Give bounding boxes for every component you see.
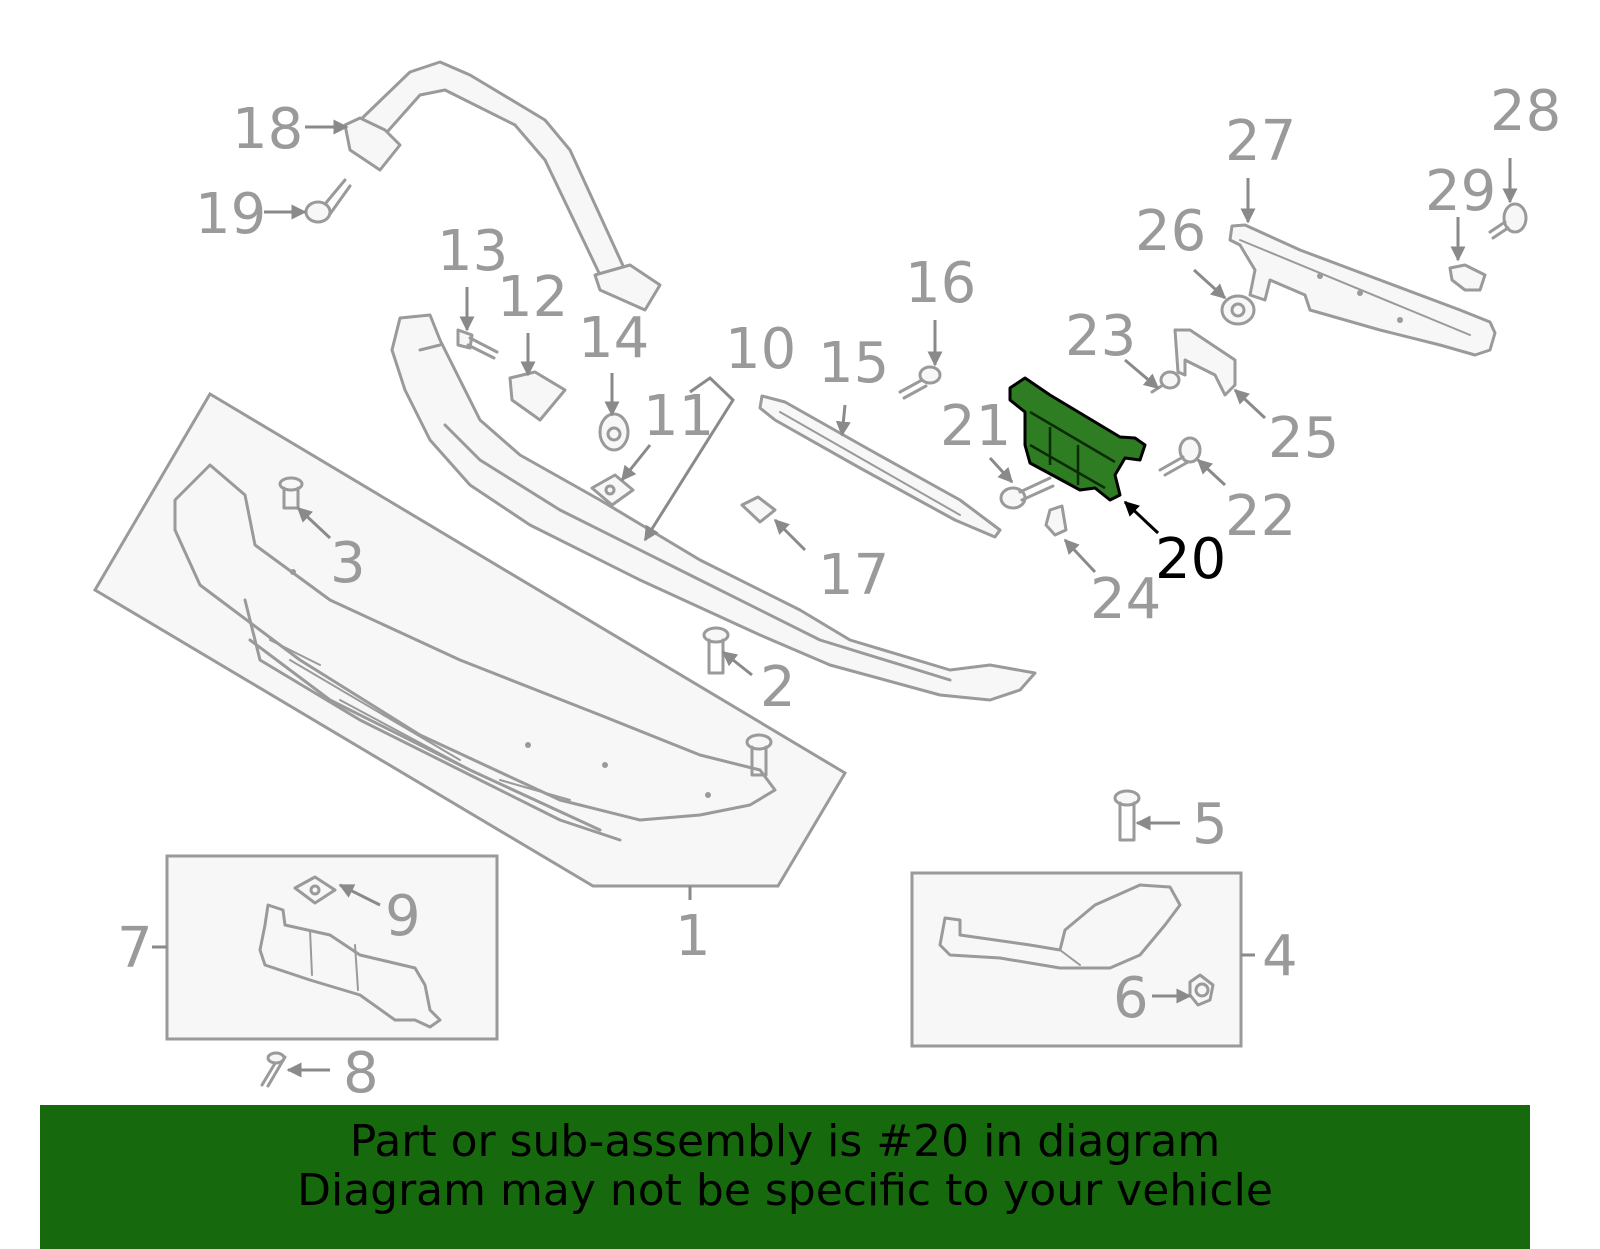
- callout-7: 7: [117, 916, 153, 981]
- part-18-tube-bracket[interactable]: [343, 60, 662, 312]
- part-25-bracket-icon[interactable]: [1173, 328, 1237, 397]
- part-7-group-box[interactable]: [165, 854, 499, 1041]
- part-20-bracket-highlighted[interactable]: [1008, 376, 1147, 502]
- part-1-reinforcement-assembly[interactable]: [92, 391, 848, 888]
- callout-12: 12: [497, 265, 568, 330]
- callout-24: 24: [1090, 567, 1161, 632]
- part-29-clip-icon[interactable]: [1448, 263, 1487, 292]
- callout-2: 2: [760, 655, 796, 720]
- part-8-pin-icon[interactable]: [260, 1051, 287, 1088]
- callout-29: 29: [1425, 159, 1496, 224]
- part-12-clip-icon[interactable]: [508, 370, 567, 422]
- callout-3: 3: [330, 531, 366, 596]
- part-21-bolt-icon[interactable]: [999, 476, 1055, 510]
- callout-11: 11: [643, 384, 714, 449]
- callout-18: 18: [232, 97, 303, 162]
- part-9-clip-nut-icon[interactable]: [293, 875, 337, 905]
- banner-line-1: Part or sub-assembly is #20 in diagram: [349, 1116, 1221, 1167]
- banner-line-2: Diagram may not be specific to your vehi…: [297, 1165, 1273, 1216]
- callout-16: 16: [905, 251, 976, 316]
- bolt-icon: [745, 733, 773, 777]
- part-27-retainer-strip[interactable]: [1228, 223, 1497, 357]
- callout-22: 22: [1225, 484, 1296, 549]
- part-10-bumper-strip[interactable]: [390, 313, 1037, 702]
- callout-27: 27: [1225, 109, 1296, 174]
- part-23-bolt-icon[interactable]: [1150, 370, 1181, 394]
- callout-10: 10: [725, 317, 796, 382]
- callout-23: 23: [1065, 304, 1136, 369]
- callout-17: 17: [818, 543, 889, 608]
- part-3-bolt-icon[interactable]: [278, 476, 304, 510]
- callout-13: 13: [437, 219, 508, 284]
- callout-21: 21: [940, 394, 1011, 459]
- part-22-bolt-icon[interactable]: [1158, 436, 1202, 477]
- part-5-bolt-icon[interactable]: [1113, 789, 1141, 842]
- part-11-clip-nut-icon[interactable]: [590, 473, 635, 507]
- callout-25: 25: [1268, 406, 1339, 471]
- callout-28: 28: [1490, 79, 1561, 144]
- callout-6: 6: [1113, 966, 1149, 1031]
- callout-15: 15: [818, 331, 889, 396]
- part-19-bolt-icon[interactable]: [304, 178, 352, 224]
- part-4-group-box[interactable]: [910, 871, 1243, 1048]
- callout-9: 9: [385, 884, 421, 949]
- part-2-bolt-icon[interactable]: [702, 626, 730, 675]
- callout-labels: 18 19 13 12 14 11 10 15 16 17 3 2 1 21 2…: [117, 79, 1561, 1106]
- callout-5: 5: [1192, 792, 1228, 857]
- info-banner: Part or sub-assembly is #20 in diagram D…: [40, 1105, 1530, 1249]
- part-28-bolt-icon[interactable]: [1488, 202, 1528, 240]
- leader-lines: [152, 119, 1518, 1078]
- part-13-bolt-icon[interactable]: [456, 328, 499, 360]
- part-17-clip-icon[interactable]: [740, 495, 777, 524]
- part-24-clip-icon[interactable]: [1044, 504, 1068, 537]
- callout-4: 4: [1262, 924, 1298, 989]
- part-14-nut-icon[interactable]: [598, 412, 630, 452]
- callout-1: 1: [675, 904, 711, 969]
- callout-19: 19: [195, 182, 266, 247]
- callout-14: 14: [578, 306, 649, 371]
- part-16-bolt-icon[interactable]: [898, 365, 942, 400]
- callout-20: 20: [1155, 527, 1226, 592]
- callout-8: 8: [343, 1041, 379, 1106]
- callout-26: 26: [1135, 199, 1206, 264]
- part-26-grommet-icon[interactable]: [1220, 294, 1256, 326]
